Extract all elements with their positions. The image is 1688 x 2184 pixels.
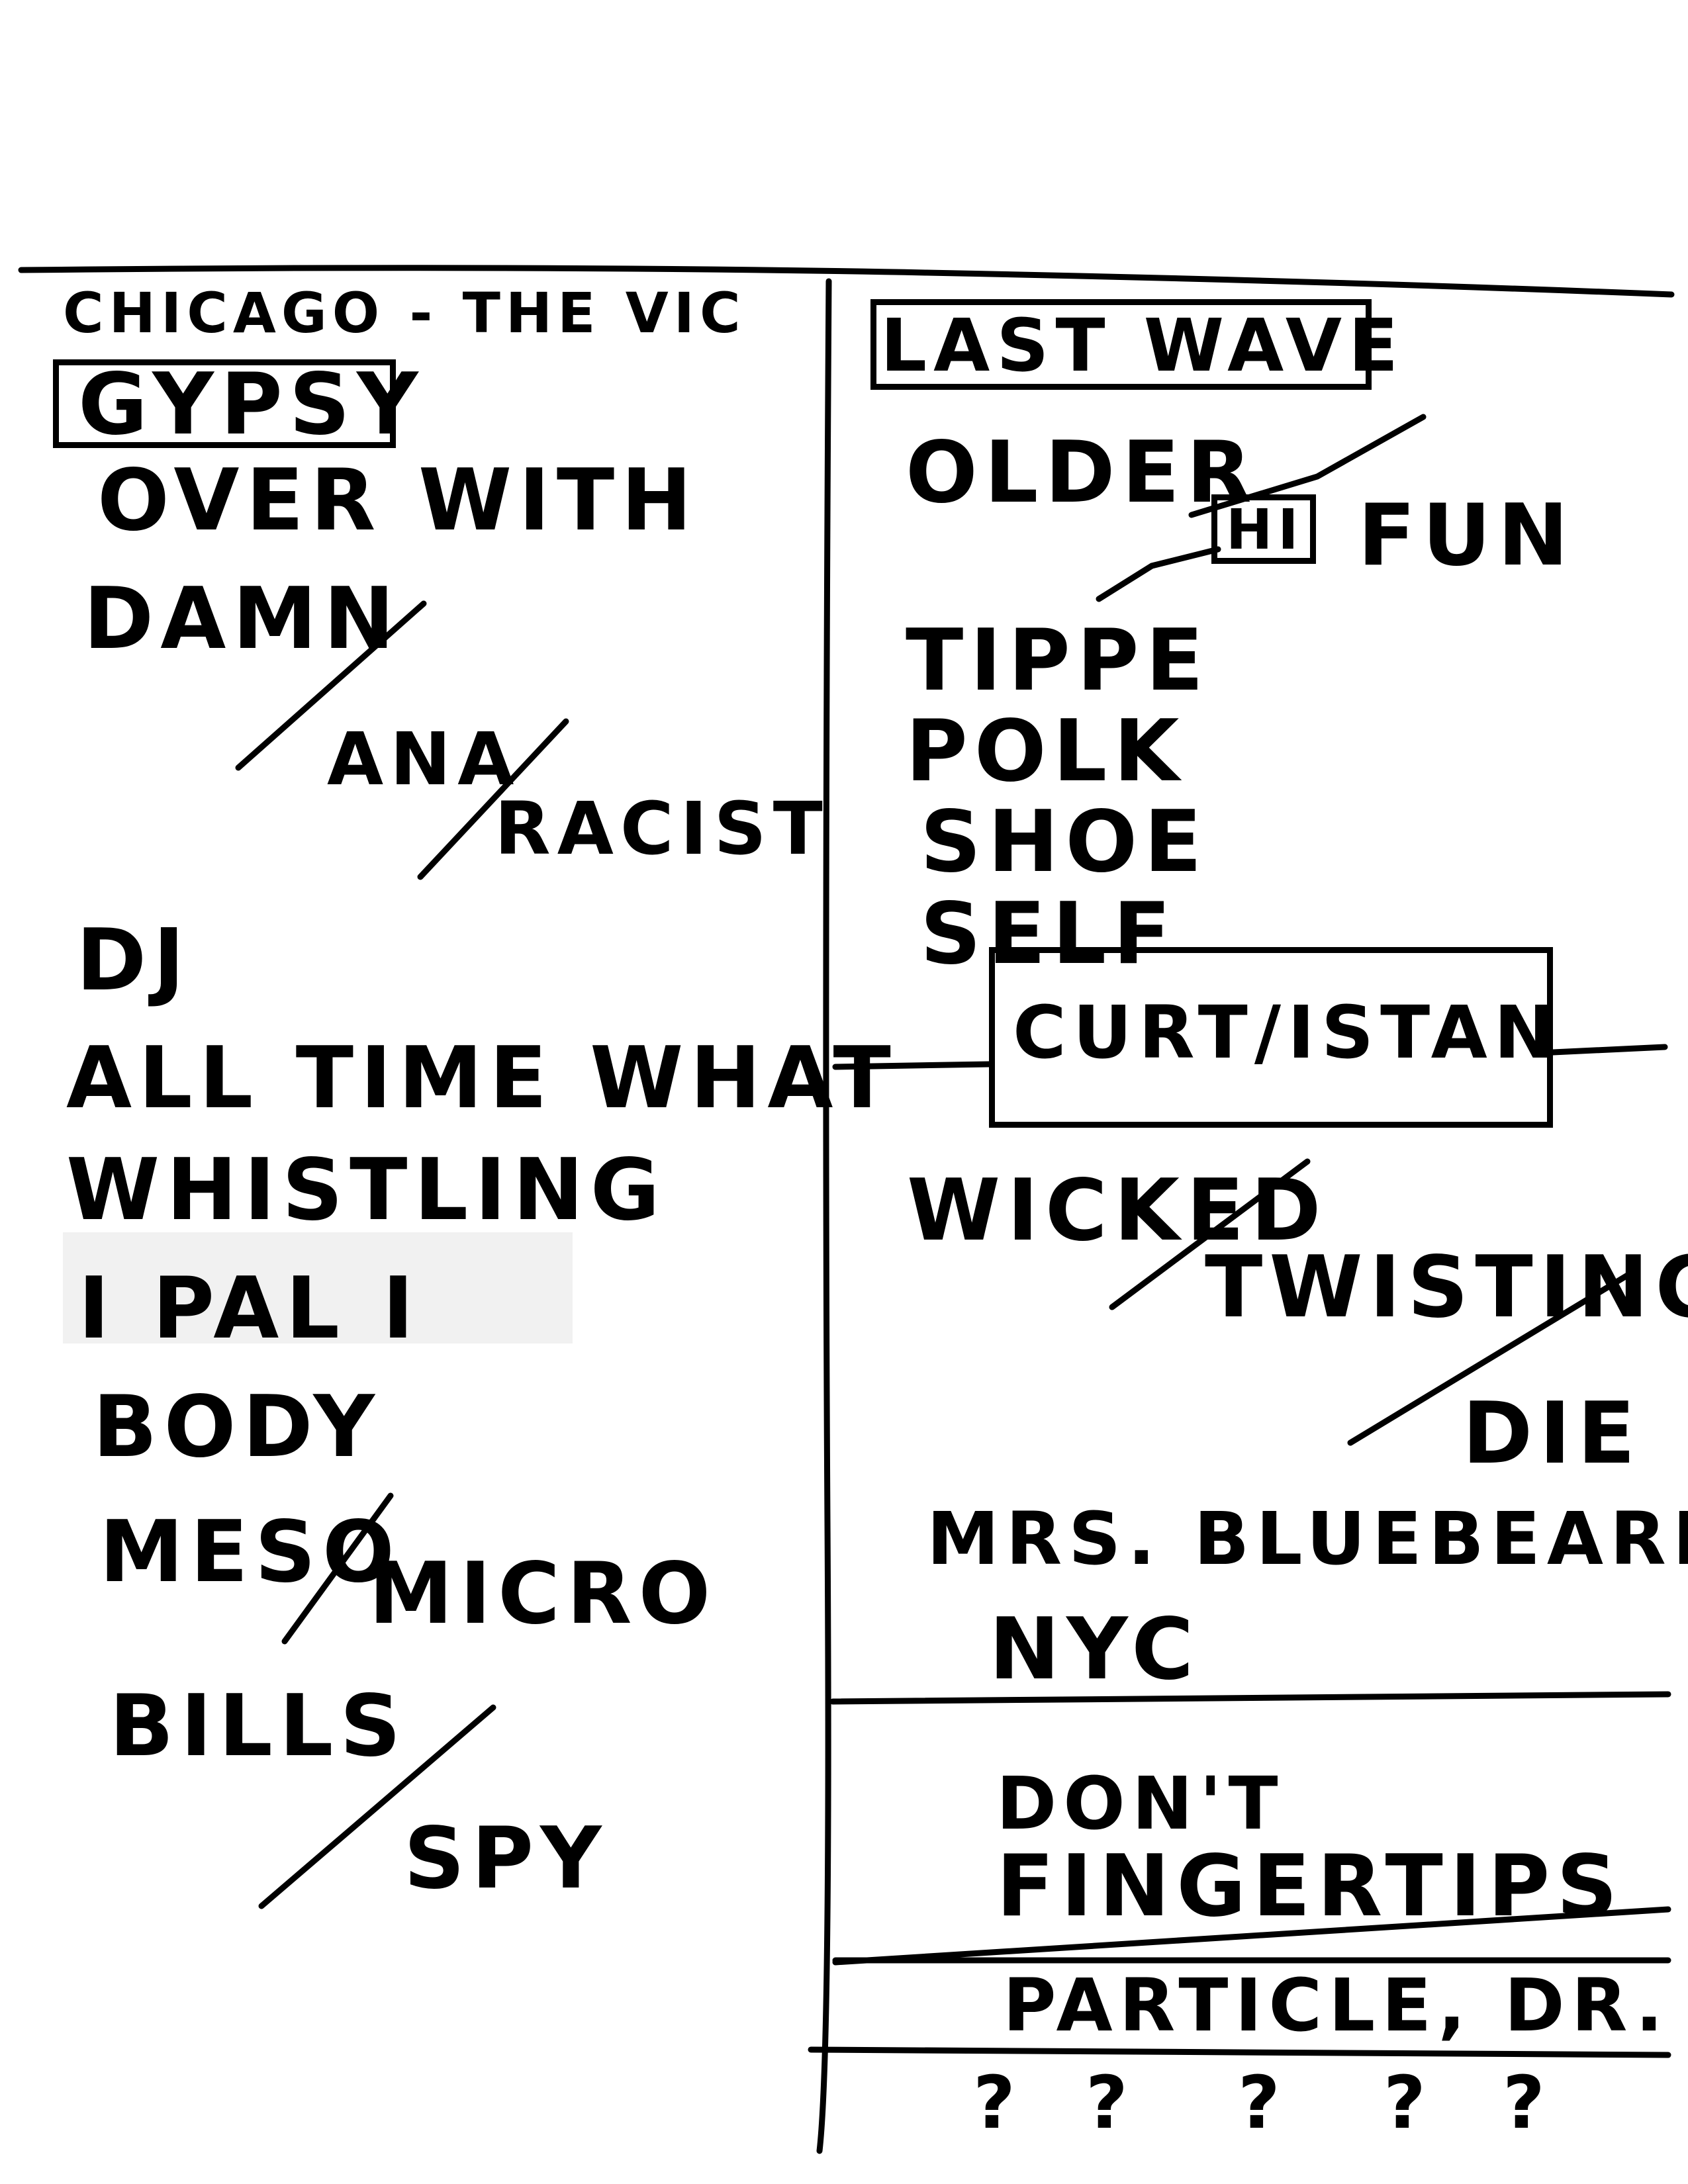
slash-meso-micro	[281, 1492, 394, 1645]
unknown-song: ?	[1238, 2060, 1287, 2145]
set-heading: LAST WAVE	[880, 303, 1405, 388]
slash-wicked-twisting	[1109, 1158, 1311, 1310]
paper-patch	[63, 1232, 573, 1343]
unknown-song: ?	[1383, 2060, 1432, 2145]
song: I PAL I	[78, 1259, 421, 1358]
song: TWISTING	[1205, 1238, 1688, 1337]
song: SELF	[920, 885, 1178, 983]
encore-rule-1	[829, 1691, 1671, 1705]
song: MRS. BLUEBEARD	[927, 1496, 1688, 1581]
song: WHISTLING	[66, 1141, 667, 1240]
venue-header: CHICAGO - THE VIC	[63, 281, 746, 345]
song: ANA	[327, 717, 521, 801]
curt-istan-box	[989, 947, 1553, 1128]
song-gypsy: GYPSY	[78, 355, 425, 454]
unknown-song: ?	[973, 2060, 1022, 2145]
song: SPY	[404, 1809, 608, 1908]
song: OVER WITH	[97, 451, 699, 550]
song: NYC	[989, 1600, 1201, 1699]
song: ALL TIME WHAT	[66, 1029, 898, 1128]
unknown-song: ?	[1086, 2060, 1135, 2145]
song: SHOE	[920, 793, 1209, 891]
encore-rule-4	[808, 2046, 1671, 2058]
song: BODY	[93, 1378, 381, 1477]
encore-song: DON'T	[996, 1761, 1285, 1846]
song: DJ	[76, 911, 191, 1010]
song: MICRO	[369, 1545, 718, 1643]
song: MESO	[99, 1503, 401, 1602]
column-divider	[816, 278, 832, 2154]
set-heading-box	[870, 299, 1372, 390]
song: TIPPE	[906, 612, 1210, 710]
encore-song: PARTICLE, DR. W	[1003, 1963, 1688, 2048]
encore-song: FINGERTIPS	[996, 1837, 1624, 1936]
song: RACIST	[494, 786, 829, 871]
slash-twisting-die	[1347, 1267, 1638, 1446]
opener-box	[53, 359, 396, 448]
unknown-song: ?	[1503, 2060, 1552, 2145]
slash-damn-ana	[235, 600, 427, 771]
connector-curt-left	[832, 1061, 992, 1070]
song: OLDER	[906, 424, 1258, 522]
song: HI	[1226, 497, 1304, 562]
hi-box	[1211, 494, 1316, 564]
top-rule	[18, 265, 1675, 298]
slash-ana-racist	[417, 718, 569, 880]
song: BILLS	[109, 1677, 408, 1776]
encore-rule-2	[832, 1906, 1671, 1966]
connector-hi-fun	[1096, 546, 1221, 602]
song: WICKED	[907, 1161, 1328, 1260]
connector-curt-right	[1550, 1044, 1668, 1056]
slash-bills-spy	[258, 1704, 496, 1909]
song: POLK	[906, 702, 1186, 801]
song: DIE	[1462, 1385, 1642, 1483]
song: FUN	[1358, 486, 1575, 585]
connector-older-hi	[1188, 414, 1427, 518]
song: DAMN	[83, 570, 401, 668]
song: CURT/ISTAN	[1013, 990, 1562, 1075]
